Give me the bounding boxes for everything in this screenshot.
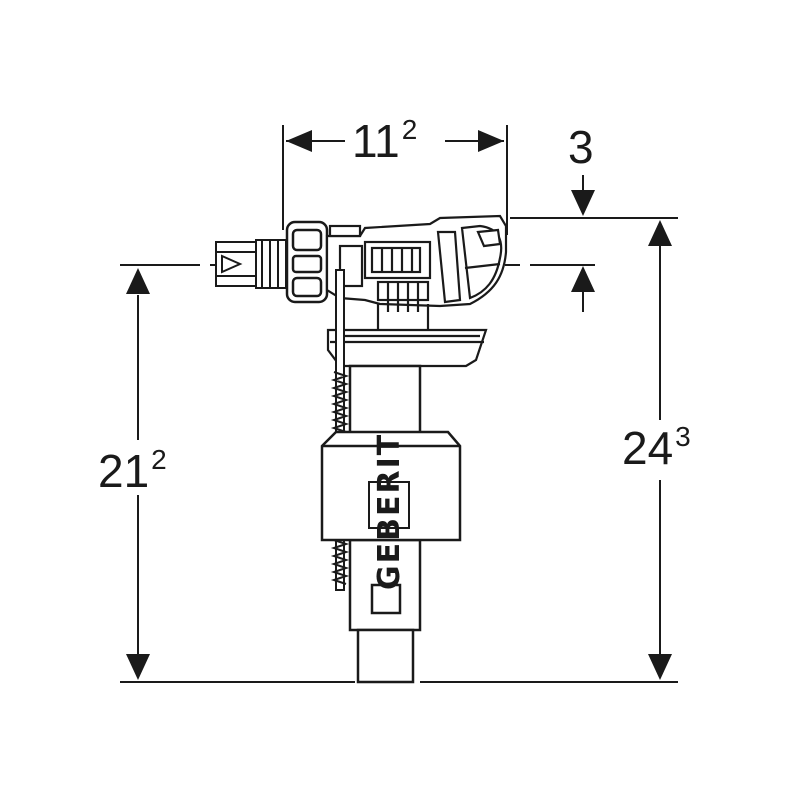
- valve-inlet-fitting: [215, 239, 287, 289]
- dimension-label-top-offset: 3: [568, 124, 596, 170]
- dimension-value: 21: [98, 445, 150, 497]
- dimension-value: 11: [352, 115, 400, 167]
- dimension-label-right-height: 243: [622, 422, 691, 474]
- dimension-value: 3: [568, 121, 594, 173]
- dimension-top-width: [282, 125, 508, 235]
- float-cup: [326, 304, 488, 368]
- dimension-value: 24: [622, 422, 674, 474]
- dimension-label-top-width: 112: [352, 115, 417, 167]
- brand-logo: [368, 481, 410, 529]
- dimension-right-height: [648, 220, 672, 680]
- dimension-fraction: 2: [151, 444, 167, 475]
- dimension-fraction: 2: [401, 114, 418, 145]
- valve-nut: [285, 220, 329, 304]
- logo-text: GEBERIT: [372, 432, 407, 590]
- dimension-fraction: 3: [675, 421, 691, 452]
- dimension-left-height: [120, 268, 678, 683]
- valve-body: [325, 214, 508, 312]
- dimension-label-left-height: 212: [98, 445, 167, 497]
- adjustment-rod: [330, 269, 350, 591]
